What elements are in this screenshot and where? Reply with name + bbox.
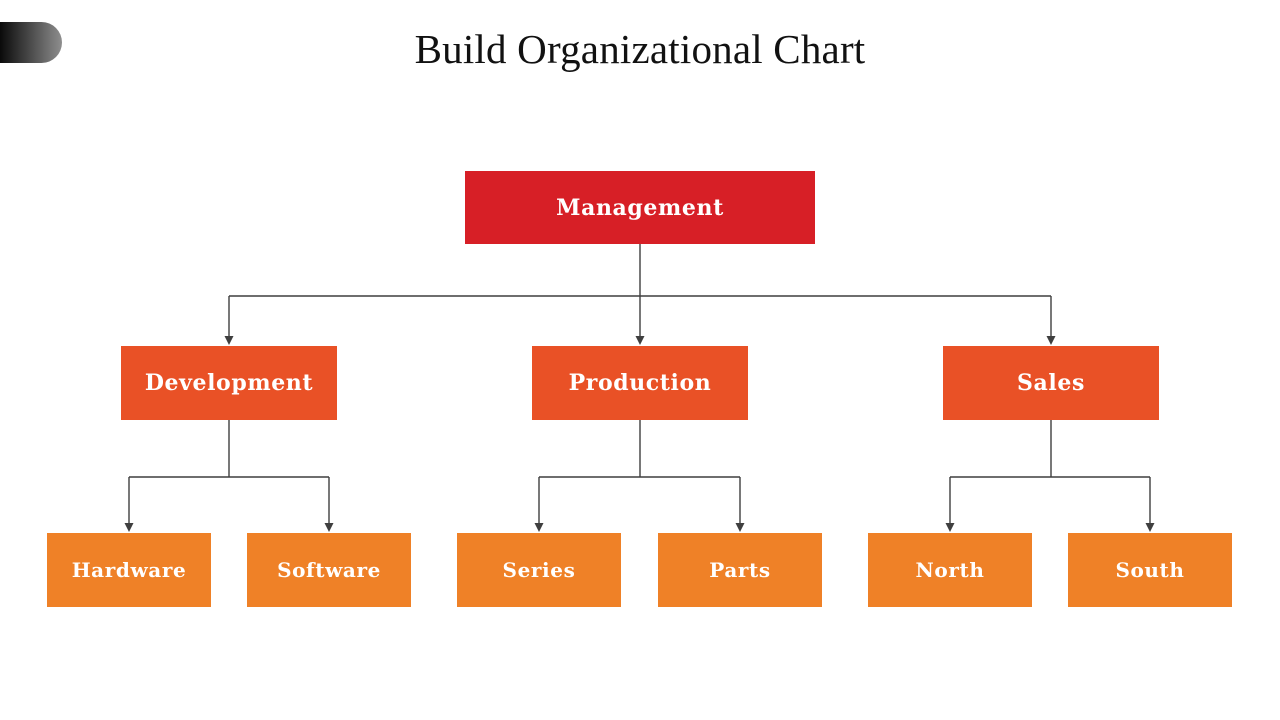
org-node-label: Production	[568, 370, 712, 396]
org-node-label: Hardware	[71, 558, 187, 582]
arrowhead	[735, 523, 745, 532]
connector-development-to-children	[128, 420, 330, 524]
org-node-production: Production	[532, 346, 748, 420]
org-node-label: Sales	[1017, 370, 1085, 396]
org-node-north: North	[868, 533, 1032, 607]
arrowhead	[1046, 336, 1056, 345]
arrowhead	[224, 336, 234, 345]
connector-sales-to-children	[949, 420, 1151, 524]
org-node-south: South	[1068, 533, 1232, 607]
arrowhead	[324, 523, 334, 532]
corner-pill-decoration	[0, 22, 62, 63]
org-node-label: South	[1115, 558, 1185, 582]
page-title: Build Organizational Chart	[414, 26, 866, 72]
org-node-series: Series	[457, 533, 621, 607]
org-node-label: Development	[144, 370, 314, 396]
org-node-management: Management	[465, 171, 815, 244]
arrowhead	[945, 523, 955, 532]
org-node-label: Parts	[709, 558, 771, 582]
org-node-label: Series	[502, 558, 576, 582]
arrowhead	[635, 336, 645, 345]
arrowhead	[1145, 523, 1155, 532]
connector-root-to-branches	[228, 244, 1052, 337]
org-node-software: Software	[247, 533, 411, 607]
org-node-hardware: Hardware	[47, 533, 211, 607]
org-node-label: North	[915, 558, 985, 582]
org-node-label: Management	[556, 194, 724, 221]
arrowhead	[124, 523, 134, 532]
org-node-development: Development	[121, 346, 337, 420]
arrowhead	[534, 523, 544, 532]
connector-production-to-children	[538, 420, 741, 524]
org-node-label: Software	[277, 558, 381, 582]
org-node-sales: Sales	[943, 346, 1159, 420]
org-node-parts: Parts	[658, 533, 822, 607]
